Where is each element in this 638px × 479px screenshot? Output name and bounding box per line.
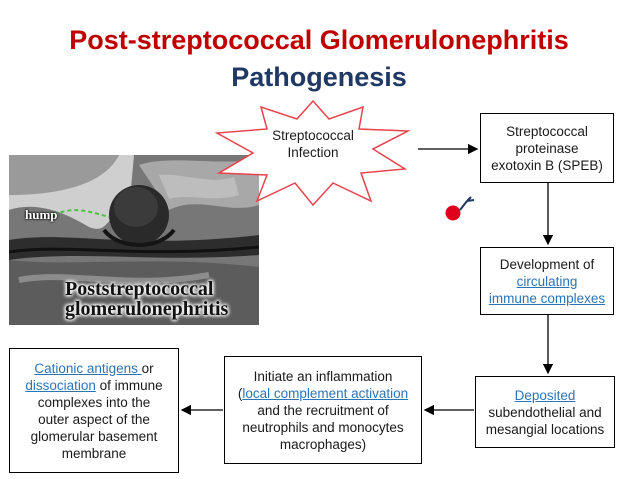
micrograph-caption-line: glomerulonephritis — [65, 298, 229, 320]
deposited-link[interactable]: Deposited — [514, 387, 576, 403]
page-subtitle: Pathogenesis — [231, 62, 407, 92]
dissociation-link[interactable]: dissociation — [25, 377, 96, 393]
cationic-antigens-box: Cationic antigens or dissociation of imm… — [9, 348, 179, 473]
deposited-line: mesangial locations — [485, 421, 605, 437]
streptococcal-infection-starburst: Streptococcal Infection — [213, 97, 413, 209]
cationic-line-rest: of immune — [95, 377, 163, 393]
starburst-label-line: Streptococcal — [272, 128, 354, 143]
speb-line: proteinase — [515, 140, 579, 156]
starburst-shape — [214, 99, 411, 207]
cationic-line: membrane — [61, 445, 127, 461]
deposited-box: Deposited subendothelial and mesangial l… — [475, 376, 615, 448]
micrograph-caption: Poststreptococcal glomerulonephritis — [65, 279, 255, 319]
cationic-line-rest: or — [141, 360, 154, 376]
immune-complexes-link[interactable]: immune complexes — [488, 290, 606, 306]
antibody-icon — [445, 196, 475, 221]
inflammation-line: and the recruitment of — [257, 402, 389, 418]
speb-line: Streptococcal — [506, 123, 588, 139]
cationic-line: glomerular basement — [30, 428, 158, 444]
page-title: Post-streptococcal Glomerulonephritis — [69, 25, 569, 55]
cationic-antigens-link[interactable]: Cationic antigens — [34, 360, 142, 376]
inflammation-line: (local complement activation — [237, 385, 409, 401]
deposited-line: subendothelial and — [488, 404, 602, 420]
micrograph-label-hump: hump — [25, 207, 58, 222]
cationic-line: complexes into the — [37, 394, 151, 410]
local-complement-activation-link[interactable]: local complement activation — [242, 385, 409, 401]
starburst-label-line: Infection — [287, 145, 339, 160]
inflammation-line: Initiate an inflammation — [253, 368, 393, 384]
speb-line: exotoxin B (SPEB) — [491, 157, 603, 173]
starburst-label: Streptococcal Infection — [213, 127, 413, 161]
cationic-line: dissociation of immune — [25, 377, 162, 394]
cationic-line: Cationic antigens or — [34, 360, 153, 377]
micrograph-caption-line: Poststreptococcal — [65, 278, 214, 300]
immune-complexes-box: Development of circulating immune comple… — [480, 247, 614, 315]
inflammation-line: neutrophils and monocytes — [242, 419, 404, 435]
cationic-line: outer aspect of the — [38, 411, 150, 427]
inflammation-box: Initiate an inflammation (local compleme… — [224, 356, 422, 464]
inflammation-line: macrophages) — [279, 436, 367, 452]
electron-micrograph-image: hump Poststreptococcal glomerulonephriti… — [9, 155, 259, 325]
circulating-link[interactable]: circulating — [516, 273, 578, 289]
immune-line: Development of — [499, 256, 595, 272]
speb-box: Streptococcal proteinase exotoxin B (SPE… — [480, 113, 614, 183]
micrograph-drawing — [9, 155, 259, 325]
